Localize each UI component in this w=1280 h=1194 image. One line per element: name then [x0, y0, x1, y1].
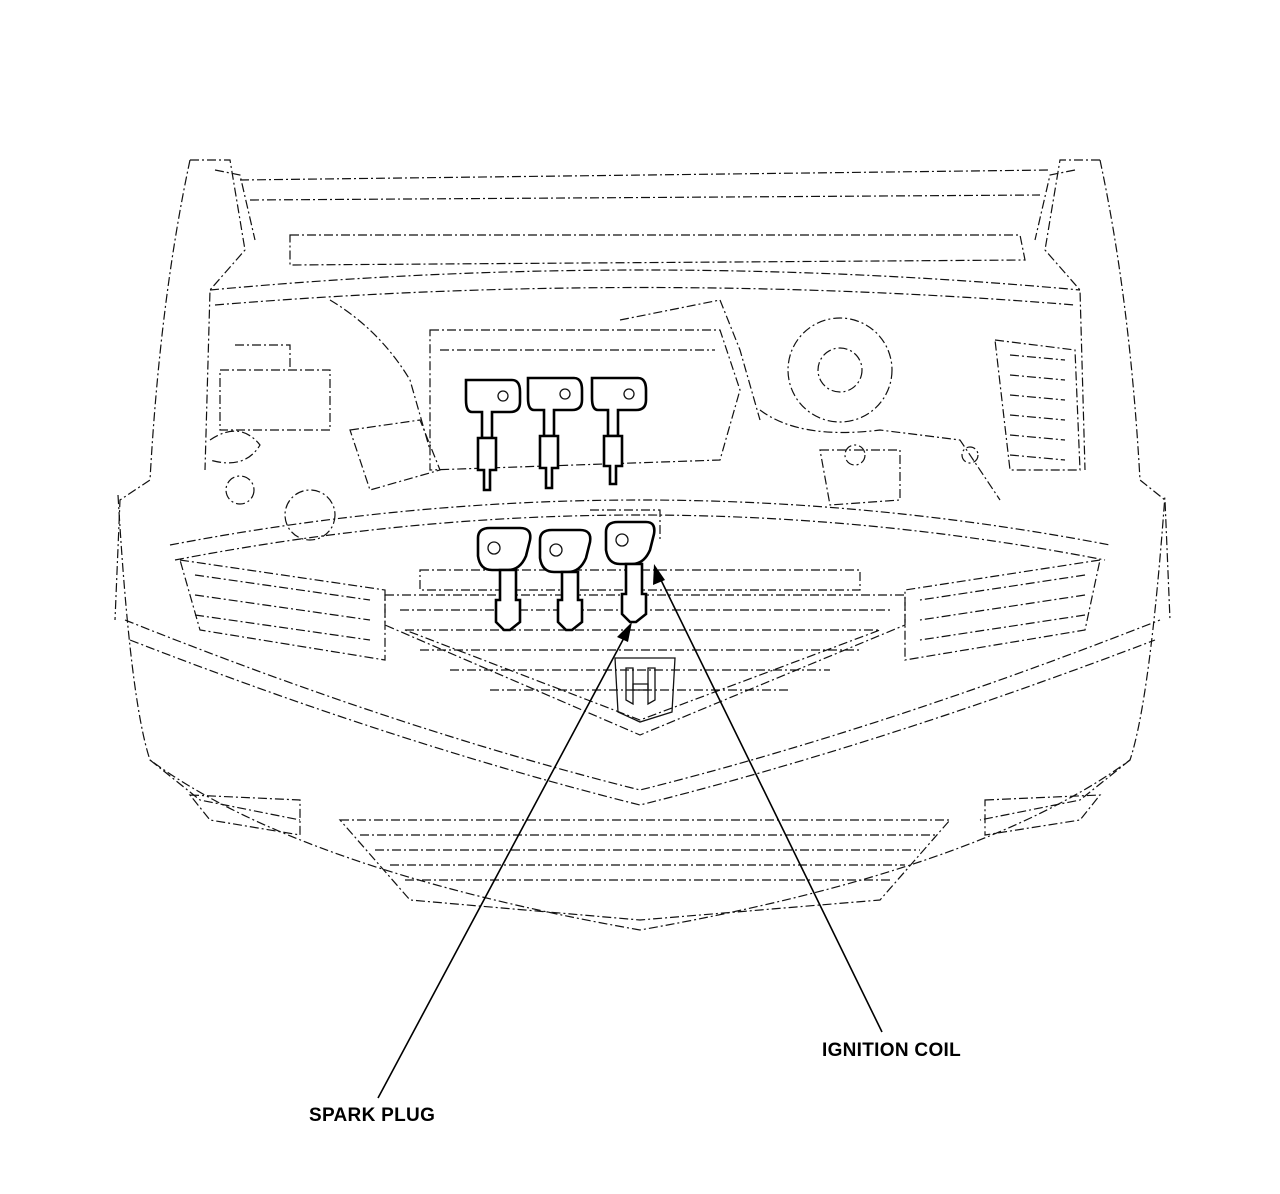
engine-bay-components — [209, 299, 1081, 591]
ignition-coil-rear-2 — [526, 376, 584, 490]
ignition-coil-rear-1 — [464, 378, 522, 492]
ignition-coil-arrowhead — [653, 564, 665, 585]
spark-plug-arrowhead — [617, 622, 632, 642]
rear-ignition-coils — [464, 376, 648, 492]
ignition-coil-front-3 — [604, 520, 656, 624]
ignition-coil-front-1 — [476, 526, 532, 632]
spark-plug-leader — [377, 622, 632, 1099]
car-body-outline — [114, 159, 1171, 931]
ignition-coil-rear-3 — [590, 376, 648, 486]
ignition-coil-label: IGNITION COIL — [822, 1040, 962, 1061]
ignition-coil-leader — [653, 564, 883, 1033]
spark-plug-label: SPARK PLUG — [309, 1105, 436, 1126]
front-ignition-coils — [476, 520, 656, 632]
ignition-coil-front-2 — [538, 528, 592, 632]
